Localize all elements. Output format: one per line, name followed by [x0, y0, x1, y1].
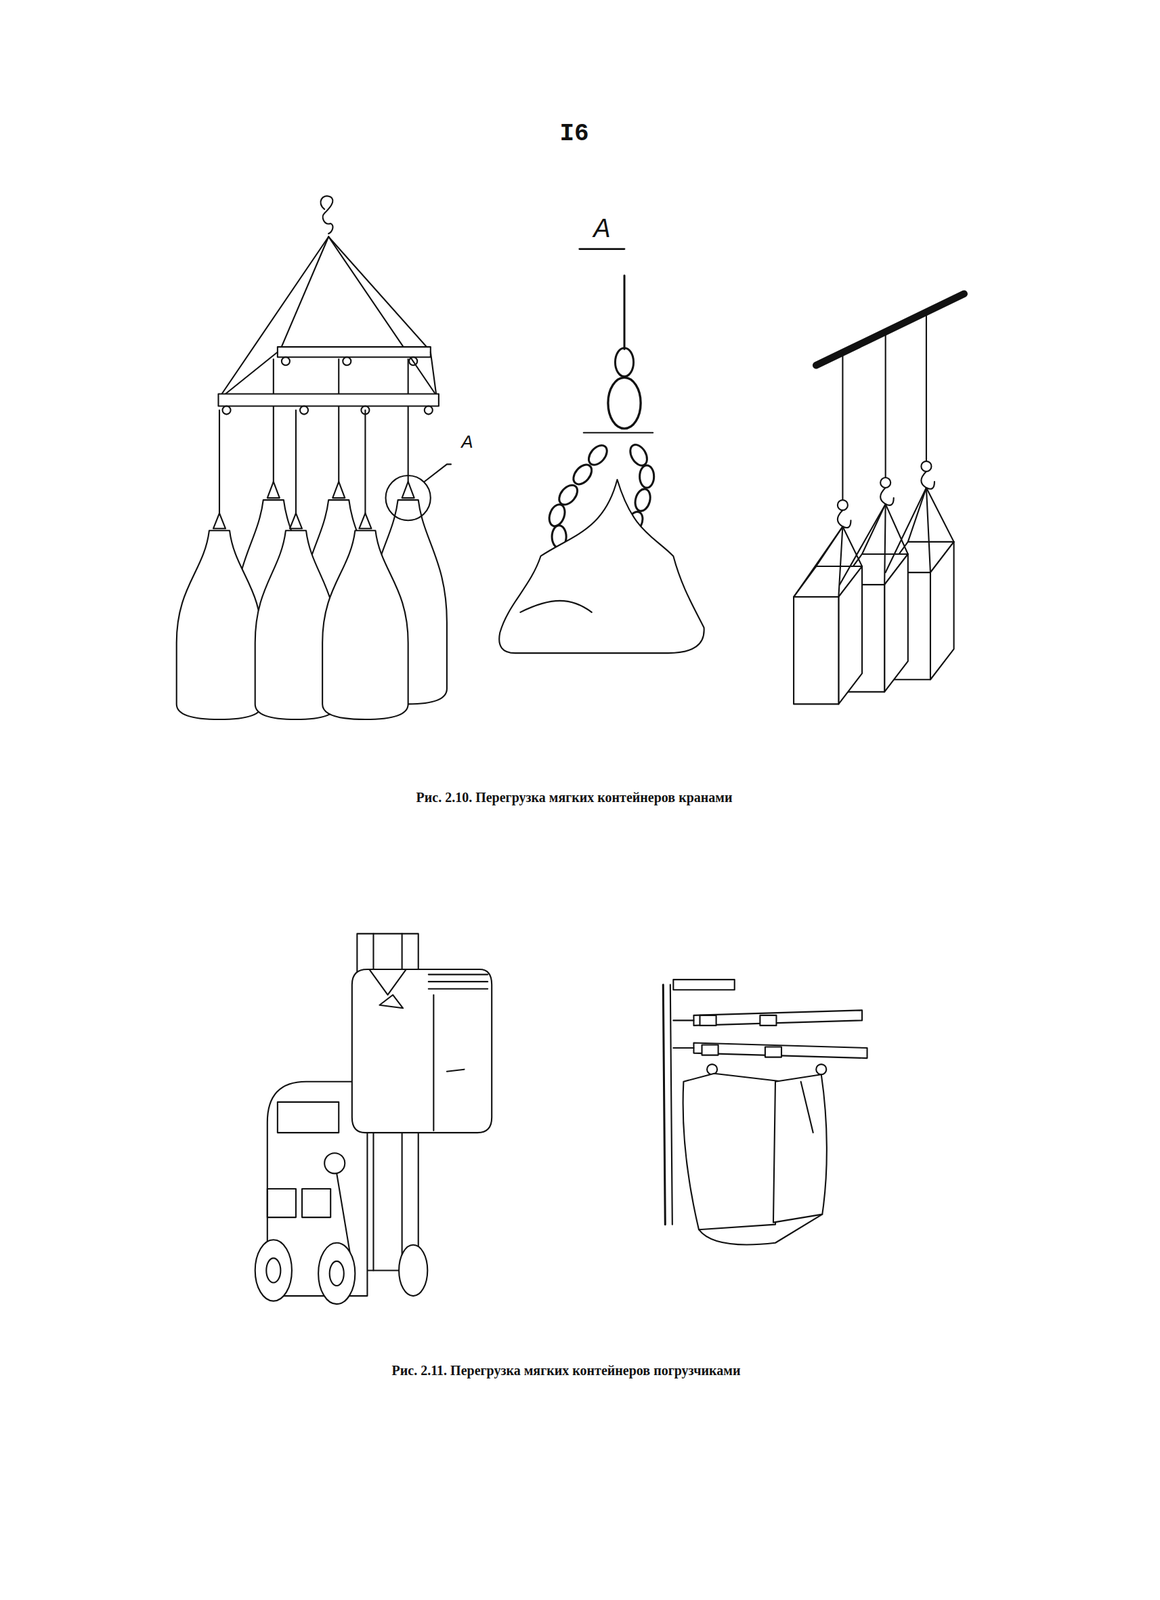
- beam-figure: [793, 293, 965, 705]
- detail-a-figure: [499, 249, 704, 654]
- forklift-figure: [255, 933, 492, 1304]
- page-number: I6: [559, 120, 589, 148]
- figure-caption: Рис. 2.11. Перегрузка мягких контейнеров…: [392, 1362, 741, 1378]
- crane-frame-figure: [176, 195, 451, 720]
- fork-attachment-figure: [662, 979, 867, 1244]
- leader-line: [424, 463, 451, 482]
- detail-label: A: [593, 214, 611, 244]
- callout-label: A: [461, 432, 473, 452]
- callout-circle: [385, 475, 431, 521]
- figure-caption: Рис. 2.10. Перегрузка мягких контейнеров…: [416, 789, 733, 805]
